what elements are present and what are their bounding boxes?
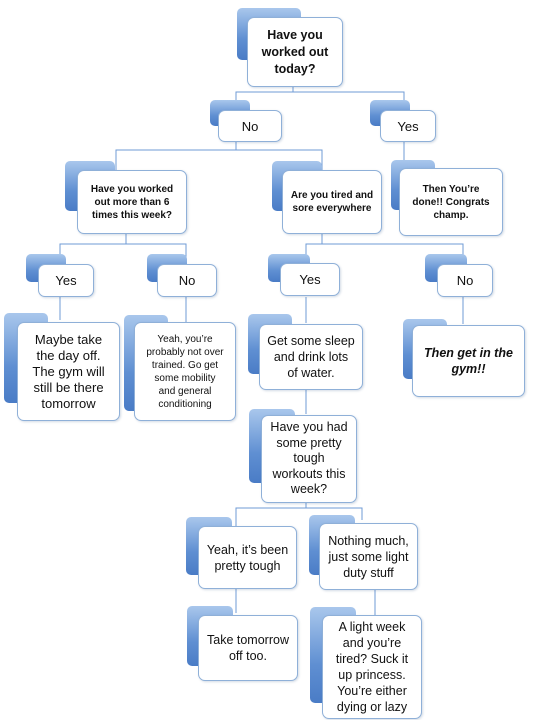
node-pretty-tough-text: Yeah, it’s been pretty tough [206,542,289,573]
node-tired-question-text: Are you tired and sore everywhere [290,190,374,214]
node-six-times-question-text: Have you worked out more than 6 times th… [90,183,174,221]
node-get-in-gym-text: Then get in the gym!! [424,346,513,376]
node-root-text: Have you worked out today? [261,27,329,76]
node-yes-2-text: Yes [55,273,77,288]
node-light-duty-text: Nothing much, just some light duty stuff [328,533,409,580]
node-yes-3-text: Yes [299,272,321,287]
node-tough-question-text: Have you had some pretty tough workouts … [270,420,348,497]
node-suck-it-up-text: A light week and you’re tired? Suck it u… [335,620,409,714]
node-done-text: Then You’re done!! Congrats champ. [412,183,490,221]
node-tomorrow-off-text: Take tomorrow off too. [207,633,289,663]
node-yes-1-text: Yes [397,118,419,134]
node-get-sleep-text: Get some sleep and drink lots of water. [267,334,355,380]
node-day-off-text: Maybe take the day off. The gym will sti… [32,331,105,411]
node-no-3-text: No [456,273,474,288]
node-no-2-text: No [178,273,196,288]
node-not-over-trained-text: Yeah, you’re probably not over trained. … [146,333,224,410]
node-no-1-text: No [241,118,259,134]
